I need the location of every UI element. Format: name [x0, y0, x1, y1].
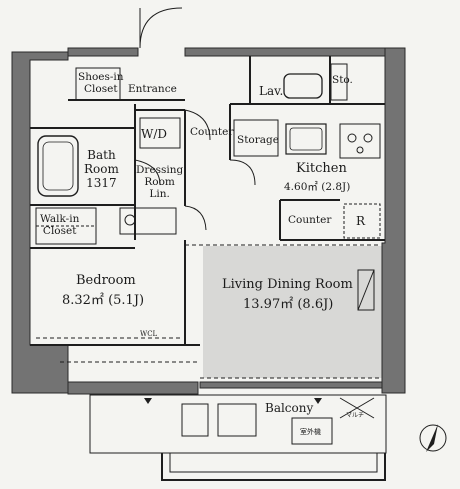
kitchen-sink-icon: [285, 123, 327, 155]
lav-sink-icon: [283, 73, 323, 99]
hall-counter-label: Counter: [190, 126, 234, 138]
wd-label: W/D: [141, 127, 167, 141]
balcony-structure: [89, 394, 387, 481]
triangle-marker-icon: [314, 398, 322, 404]
dashed-lines: [36, 244, 380, 379]
lav-label: Lav.: [259, 84, 284, 98]
kitchen-area: 4.60㎡ (2.8J): [284, 181, 351, 193]
outdoor-unit-label: 室外機: [300, 428, 321, 436]
balcony-label: Balcony: [265, 401, 314, 415]
entrance-label: Entrance: [128, 83, 177, 95]
wcl-label: WCL: [140, 330, 158, 338]
door-swings: [134, 7, 256, 231]
bathtub-icon: [37, 135, 79, 197]
shoes-in-closet-label: Shoes-in Closet: [78, 71, 124, 95]
bedroom-label: Bedroom: [76, 273, 136, 288]
window-marks: [357, 269, 375, 311]
north-arrow-icon: [419, 424, 447, 452]
stove-icon: [339, 123, 381, 159]
bath-room-label: Bath Room 1317: [84, 148, 119, 190]
kitchen-counter-label: Counter: [288, 214, 332, 226]
storage-label: Storage: [237, 134, 279, 146]
living-floor-shade: [203, 246, 383, 378]
balcony-tag: マルチ: [346, 412, 365, 419]
living-dining-area: 13.97㎡ (8.6J): [243, 297, 334, 312]
shoe-closet-box: [75, 67, 121, 101]
triangle-marker-icon: [144, 398, 152, 404]
storage-box: [233, 119, 279, 157]
fridge-label: R: [356, 214, 366, 228]
living-dining-label: Living Dining Room: [222, 277, 353, 292]
dressing-room-label: Dressing Room Lin.: [136, 164, 184, 200]
kitchen-label: Kitchen: [296, 161, 347, 176]
fridge-box: [343, 203, 381, 239]
dressing-sink-icon: [119, 207, 177, 235]
bedroom-area: 8.32㎡ (5.1J): [62, 293, 145, 308]
walk-in-closet-label: Walk-in Closet: [40, 213, 80, 237]
washer-box: [139, 117, 181, 149]
exterior-walls: [11, 47, 406, 395]
sto-label: Sto.: [332, 74, 353, 86]
